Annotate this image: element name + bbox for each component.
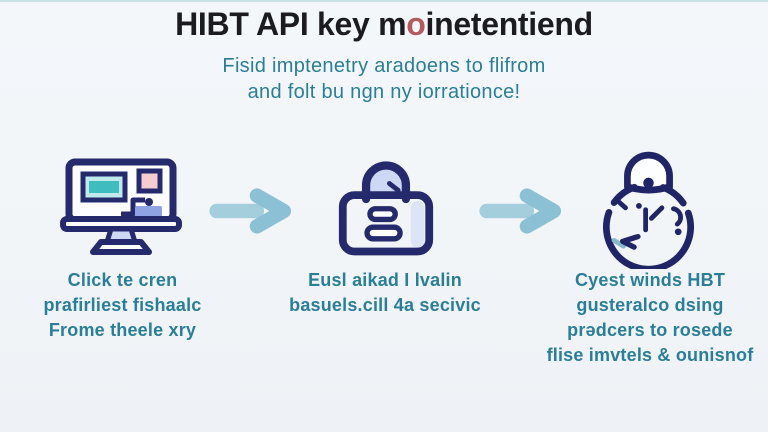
- page-title: HIBT API key moinetentiend: [0, 6, 768, 43]
- caption-line: flise imvtels & ounisnof: [546, 345, 754, 365]
- step-2-caption: Eusl aikad I lvalin basuels.cill 4a seci…: [268, 268, 502, 318]
- page-title-accent: o: [406, 6, 426, 42]
- stopwatch-icon: [591, 139, 706, 274]
- arrow-right-icon: [207, 188, 303, 239]
- caption-line: prafirliest fishaalc: [43, 295, 202, 315]
- subtitle-line-2: and folt bu ngn ny iorrationce!: [247, 81, 521, 103]
- caption-line: basuels.cill 4a secivic: [289, 295, 481, 315]
- caption-line: gusteralco dsing: [576, 295, 724, 315]
- step-3-caption: Cyest winds HBT gusteralco dsing prədcer…: [533, 268, 767, 368]
- caption-line: Click te cren: [67, 270, 178, 290]
- top-accent-strip: [0, 0, 768, 2]
- caption-line: prədcers to rosede: [567, 320, 733, 340]
- page-title-pre: HIBT API key m: [175, 6, 407, 42]
- caption-line: Frome theele xry: [48, 320, 197, 340]
- arrow-right-icon: [477, 188, 573, 239]
- step-1-caption: Click te cren prafirliest fishaalc Frome…: [15, 268, 230, 343]
- caption-line: Cyest winds HBT: [574, 270, 726, 290]
- lock-icon: [335, 141, 437, 264]
- page-title-post: inetentiend: [425, 6, 594, 42]
- caption-line: Eusl aikad I lvalin: [308, 270, 462, 290]
- subtitle-line-1: Fisid imptenetry aradoens to flifrom: [222, 55, 546, 77]
- monitor-icon: [60, 156, 182, 261]
- page-subtitle: Fisid imptenetry aradoens to flifrom and…: [0, 53, 768, 105]
